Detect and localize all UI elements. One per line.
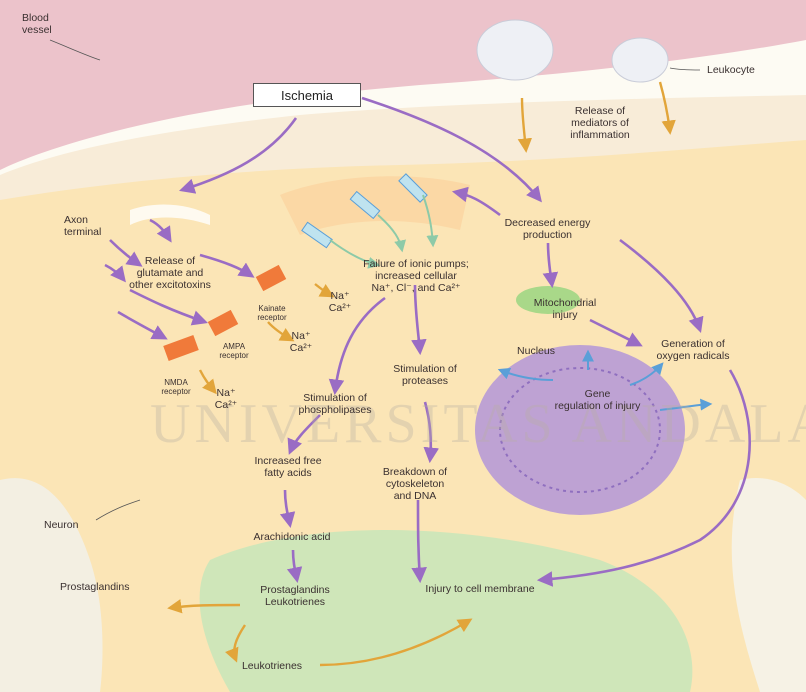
arachidonic-acid-label: Arachidonic acid (232, 531, 352, 543)
leukotrienes-label: Leukotrienes (222, 660, 322, 672)
axon-terminal-label: Axon terminal (64, 214, 101, 238)
release-mediators-label: Release of mediators of inflammation (545, 105, 655, 141)
increased-ffa-label: Increased free fatty acids (233, 455, 343, 479)
stimulation-phospholipases-label: Stimulation of phospholipases (270, 392, 400, 416)
kainate-receptor-label: Kainate receptor (250, 304, 294, 322)
injury-membrane-label: Injury to cell membrane (395, 583, 565, 595)
generation-radicals-label: Generation of oxygen radicals (638, 338, 748, 362)
breakdown-cytoskeleton-label: Breakdown of cytoskeleton and DNA (360, 466, 470, 502)
ions-nmda-label: Na⁺ Ca²⁺ (212, 387, 240, 411)
prostaglandins-left-label: Prostaglandins (60, 581, 129, 593)
neuron-label: Neuron (44, 519, 78, 531)
decreased-energy-label: Decreased energy production (485, 217, 610, 241)
nucleus-label: Nucleus (506, 345, 566, 357)
prostaglandins-leukotrienes-label: Prostaglandins Leukotrienes (240, 584, 350, 608)
leukocyte-label: Leukocyte (707, 64, 755, 76)
stimulation-proteases-label: Stimulation of proteases (370, 363, 480, 387)
blood-vessel-label: Blood vessel (22, 12, 52, 36)
failure-pumps-label: Failure of ionic pumps; increased cellul… (336, 258, 496, 294)
ions-ampa-label: Na⁺ Ca²⁺ (287, 330, 315, 354)
watermark: UNIVERSITAS ANDALAS (150, 392, 806, 456)
release-glutamate-label: Release of glutamate and other excitotox… (110, 255, 230, 291)
nmda-receptor-label: NMDA receptor (150, 378, 202, 396)
gene-regulation-label: Gene regulation of injury (535, 388, 660, 412)
ampa-receptor-label: AMPA receptor (212, 342, 256, 360)
ischemia-box: Ischemia (253, 83, 361, 107)
mitochondrial-injury-label: Mitochondrial injury (515, 297, 615, 321)
